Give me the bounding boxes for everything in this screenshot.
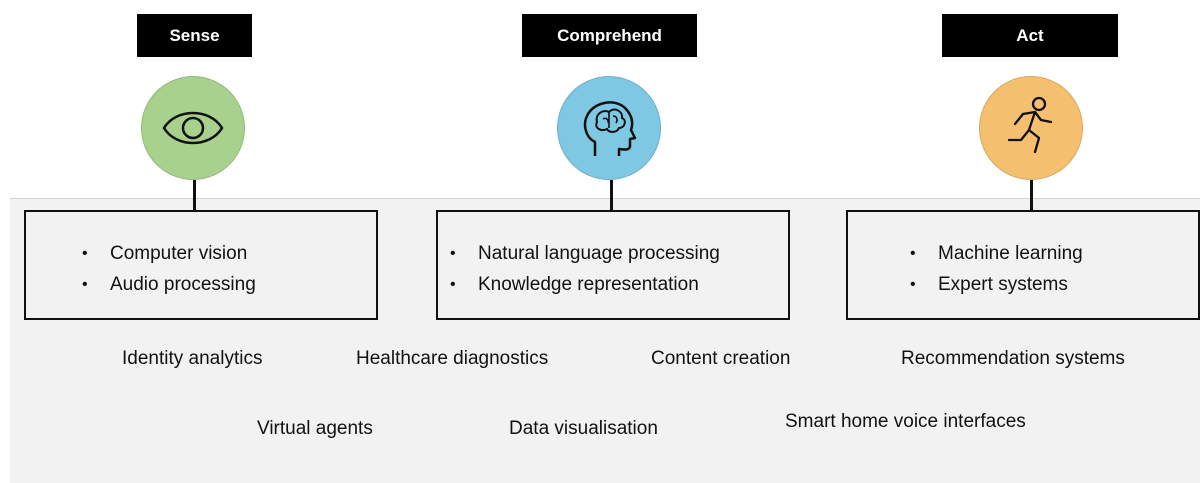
stage-header-sense: Sense xyxy=(137,14,252,57)
stage-box-sense: •Computer vision •Audio processing xyxy=(24,210,378,320)
list-item: •Audio processing xyxy=(82,274,256,295)
list-item: •Computer vision xyxy=(82,243,248,264)
stage-circle-act xyxy=(979,76,1083,180)
application-tag: Smart home voice interfaces xyxy=(785,411,1026,432)
application-tag: Healthcare diagnostics xyxy=(356,348,549,369)
application-tag: Content creation xyxy=(651,348,791,369)
application-tag: Recommendation systems xyxy=(901,348,1125,369)
stage-box-comprehend: •Natural language processing •Knowledge … xyxy=(436,210,790,320)
list-item: •Knowledge representation xyxy=(450,274,699,295)
application-tag: Data visualisation xyxy=(509,418,658,439)
list-item: •Machine learning xyxy=(910,243,1083,264)
stage-circle-sense xyxy=(141,76,245,180)
list-item: •Natural language processing xyxy=(450,243,720,264)
connector-comprehend xyxy=(610,180,613,212)
brain-head-icon xyxy=(583,101,637,156)
stage-circle-comprehend xyxy=(557,76,661,180)
eye-icon xyxy=(162,111,224,145)
stage-header-act: Act xyxy=(942,14,1118,57)
running-person-icon xyxy=(1007,96,1053,154)
application-tag: Virtual agents xyxy=(257,418,373,439)
stage-header-comprehend: Comprehend xyxy=(522,14,697,57)
connector-act xyxy=(1030,180,1033,212)
connector-sense xyxy=(193,180,196,212)
application-tag: Identity analytics xyxy=(122,348,263,369)
list-item: •Expert systems xyxy=(910,274,1068,295)
stage-box-act: •Machine learning •Expert systems xyxy=(846,210,1200,320)
